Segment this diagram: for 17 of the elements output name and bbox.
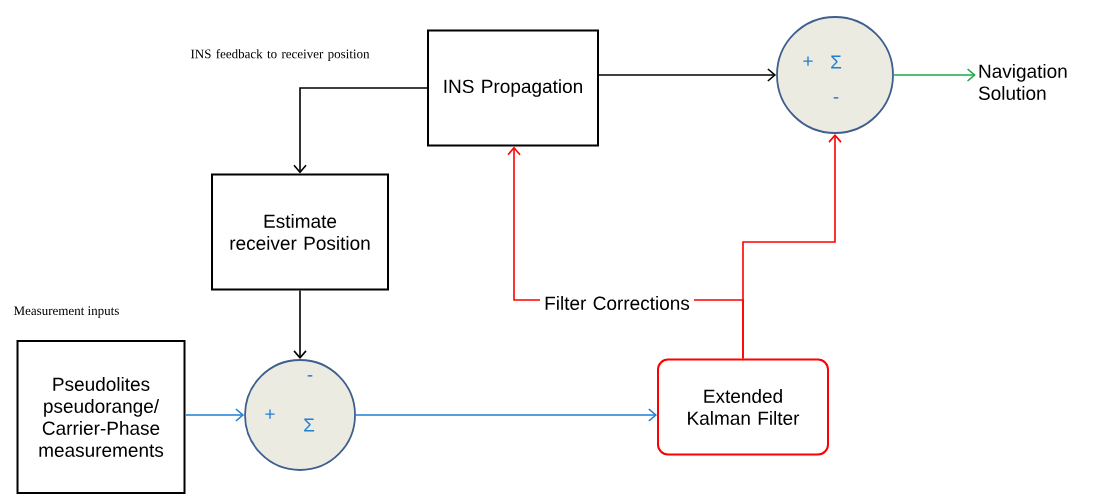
process-box: Estimate receiver Position: [211, 173, 389, 291]
summing-junction: + Σ -: [776, 16, 894, 134]
arrow: [293, 87, 428, 174]
arrow: [355, 408, 657, 422]
output-label: Navigation Solution: [978, 64, 1067, 100]
arrow: [293, 289, 307, 360]
arrow: [184, 408, 245, 422]
process-box: INS Propagation: [427, 29, 599, 147]
note-label: Measurement inputs: [13, 306, 119, 318]
arrow: [893, 68, 976, 82]
edge-label: INS feedback to receiver position: [190, 49, 370, 61]
filter-box: Extended Kalman Filter: [657, 358, 829, 456]
edge-label: Filter Corrections: [540, 294, 694, 312]
process-box: Pseudolites pseudorange/ Carrier-Phase measurements: [16, 340, 186, 494]
arrow: [742, 133, 842, 360]
arrow: [598, 68, 777, 82]
summing-junction: - + Σ: [244, 359, 356, 471]
